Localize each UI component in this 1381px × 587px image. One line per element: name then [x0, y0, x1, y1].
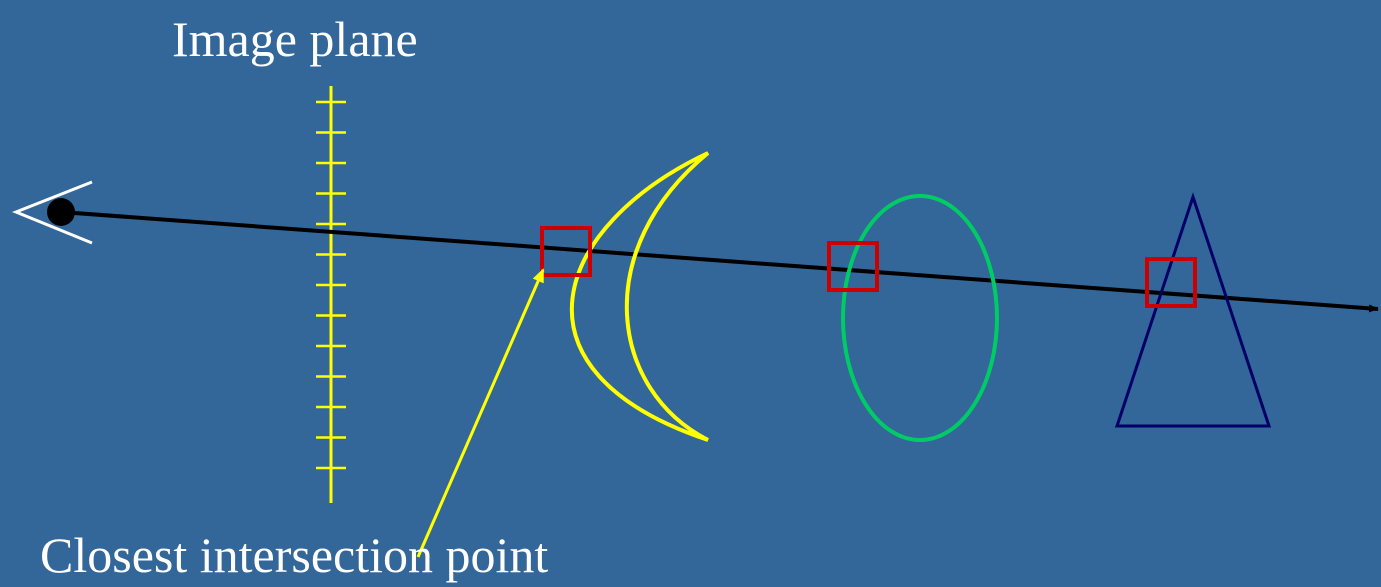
triangle-object	[1114, 192, 1272, 428]
eye-outline	[11, 180, 93, 245]
intersection-marker-crescent	[540, 226, 592, 277]
intersection-marker-triangle	[1145, 257, 1197, 308]
intersection-marker-ellipse	[827, 241, 879, 292]
view-ray	[60, 210, 1379, 313]
image-plane-label: Image plane	[172, 11, 418, 67]
closest-intersection-label: Closest intersection point	[40, 527, 549, 583]
image-plane	[316, 86, 346, 503]
image-plane-ticks	[316, 100, 346, 470]
ellipse-object	[841, 194, 999, 442]
crescent-object	[569, 151, 710, 442]
closest-point-pointer-arrow	[416, 268, 545, 558]
